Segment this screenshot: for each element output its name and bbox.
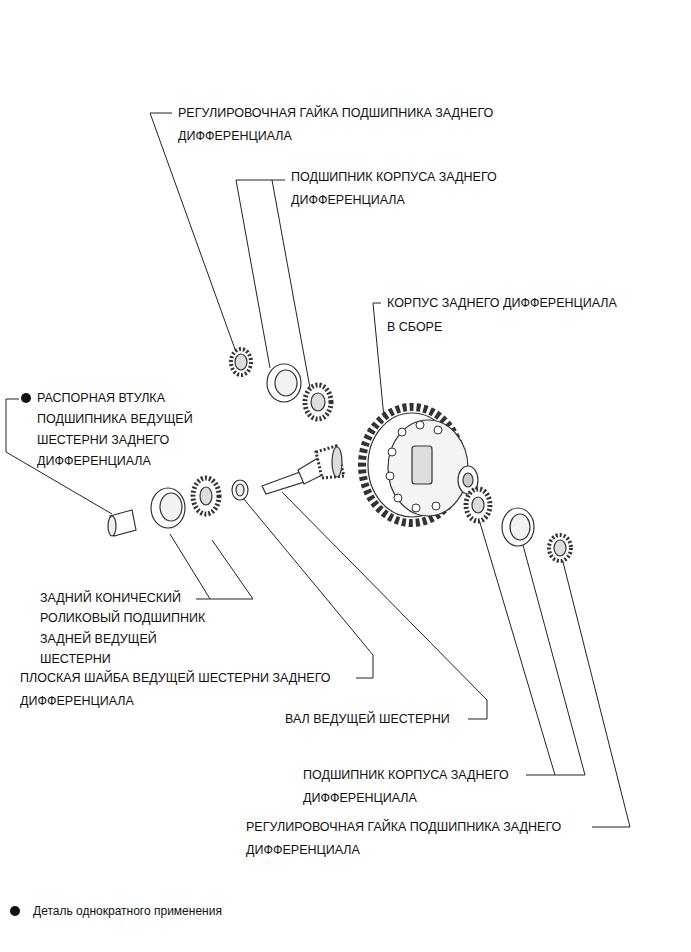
adjusting-nut (549, 535, 571, 561)
part-label: ПЛОСКАЯ ШАЙБА ВЕДУЩЕЙ ШЕСТЕРНИ ЗАДНЕГО Д… (20, 667, 330, 713)
part-label: РЕГУЛИРОВОЧНАЯ ГАЙКА ПОДШИПНИКА ЗАДНЕГО … (246, 816, 561, 862)
part-label: ЗАДНИЙ КОНИЧЕСКИЙ РОЛИКОВЫЙ ПОДШИПНИК ЗА… (40, 588, 205, 670)
part-label: КОРПУС ЗАДНЕГО ДИФФЕРЕНЦИАЛА В СБОРЕ (387, 291, 617, 339)
leader-line (272, 180, 310, 388)
leader-line (243, 498, 373, 678)
part-label: ПОДШИПНИК КОРПУСА ЗАДНЕГО ДИФФЕРЕНЦИАЛА (291, 166, 497, 212)
parts (108, 349, 571, 561)
differential-case (362, 407, 478, 523)
leader-line (282, 492, 487, 719)
bearing-cup (151, 488, 185, 528)
pinion-shaft (262, 446, 344, 494)
adjusting-nut (231, 349, 251, 375)
bearing-cone (193, 478, 219, 514)
single-use-mark (21, 393, 31, 403)
leader-line (562, 558, 630, 827)
part-label: ВАЛ ВЕДУЩЕЙ ШЕСТЕРНИ (285, 708, 450, 731)
leader-line (373, 303, 384, 418)
leader-line (478, 516, 555, 775)
legend-symbol (10, 906, 20, 916)
leader-line (170, 534, 210, 599)
bearing-spacer (108, 510, 136, 536)
bearing-race (267, 364, 301, 402)
leader-line (150, 113, 236, 352)
leader-lines (6, 113, 630, 827)
legend-text: Деталь однократного применения (33, 902, 222, 920)
part-label: РАСПОРНАЯ ВТУЛКА ПОДШИПНИКА ВЕДУЩЕЙ ШЕСТ… (37, 388, 193, 472)
part-label: ПОДШИПНИК КОРПУСА ЗАДНЕГО ДИФФЕРЕНЦИАЛА (303, 764, 509, 810)
bearing-race (502, 508, 534, 546)
part-label: РЕГУЛИРОВОЧНАЯ ГАЙКА ПОДШИПНИКА ЗАДНЕГО … (178, 102, 493, 148)
bearing-cone (466, 489, 490, 521)
leader-line (520, 534, 585, 775)
flat-washer (232, 480, 248, 500)
bearing-cone (305, 385, 331, 419)
